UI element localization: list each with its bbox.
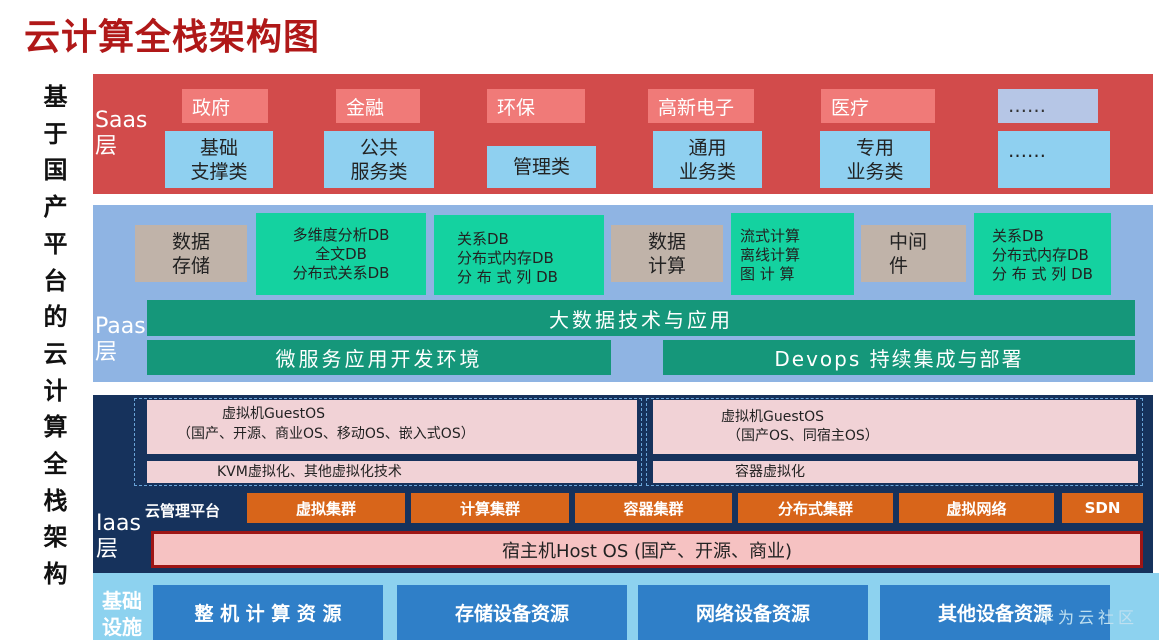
vm-left-frame bbox=[134, 398, 642, 486]
vm-guest-os-right: 虚拟机GuestOS （国产OS、同宿主OS） bbox=[653, 400, 1136, 454]
resource-network: 网络设备资源 bbox=[638, 585, 868, 640]
side-char: 全 bbox=[43, 450, 68, 479]
side-char: 云 bbox=[43, 339, 68, 368]
data-storage-box: 数据 存储 bbox=[135, 225, 247, 282]
side-char: 算 bbox=[43, 413, 68, 442]
category-special-business: 专用 业务类 bbox=[820, 131, 930, 188]
cluster-compute: 计算集群 bbox=[411, 493, 569, 523]
data-compute-box: 数据 计算 bbox=[611, 225, 723, 282]
category-public-service: 公共 服务类 bbox=[324, 131, 434, 188]
infra-layer-label: 基础 设施 bbox=[102, 589, 142, 639]
cluster-virtual: 虚拟集群 bbox=[247, 493, 405, 523]
db-group-relational-1: 关系DB 分布式内存DB 分 布 式 列 DB bbox=[434, 215, 604, 295]
db-group-analytics: 多维度分析DB 全文DB 分布式关系DB bbox=[256, 213, 426, 295]
side-char: 国 bbox=[43, 156, 68, 185]
resource-other: 其他设备资源 bbox=[880, 585, 1110, 640]
kvm-virtualization: KVM虚拟化、其他虚拟化技术 bbox=[147, 461, 637, 483]
side-char: 计 bbox=[43, 376, 68, 405]
resource-storage: 存储设备资源 bbox=[397, 585, 627, 640]
watermark: 华为云社区 bbox=[1038, 608, 1139, 627]
devops-bar: Devops 持续集成与部署 bbox=[663, 340, 1135, 375]
iaas-layer-label: Iaas 层 bbox=[96, 511, 141, 562]
category-more: …… bbox=[998, 131, 1110, 188]
resource-compute: 整 机 计 算 资 源 bbox=[153, 585, 383, 640]
vm-guest-os-left: 虚拟机GuestOS （国产、开源、商业OS、移动OS、嵌入式OS） bbox=[147, 400, 637, 454]
side-char: 平 bbox=[43, 229, 68, 258]
side-char: 基 bbox=[43, 83, 68, 111]
category-management: 管理类 bbox=[487, 146, 596, 188]
paas-layer-label: Paas 层 bbox=[95, 314, 146, 365]
compute-group: 流式计算 离线计算 图 计 算 bbox=[731, 213, 854, 295]
side-vertical-title: 基 于 国 产 平 台 的 云 计 算 全 栈 架 构 bbox=[24, 73, 87, 640]
category-general-business: 通用 业务类 bbox=[653, 131, 762, 188]
saas-layer-label: Saas 层 bbox=[95, 108, 148, 159]
side-char: 构 bbox=[43, 560, 68, 589]
side-char: 于 bbox=[43, 119, 68, 148]
cluster-distributed: 分布式集群 bbox=[738, 493, 893, 523]
industry-government: 政府 bbox=[182, 89, 268, 123]
host-os-bar: 宿主机Host OS (国产、开源、商业) bbox=[151, 531, 1143, 568]
industry-finance: 金融 bbox=[336, 89, 420, 123]
page-title: 云计算全栈架构图 bbox=[24, 17, 321, 58]
cloud-mgmt-platform-label: 云管理平台 bbox=[145, 502, 221, 520]
cluster-virtual-network: 虚拟网络 bbox=[899, 493, 1054, 523]
cluster-container: 容器集群 bbox=[575, 493, 732, 523]
side-char: 的 bbox=[43, 303, 68, 332]
db-group-relational-2: 关系DB 分布式内存DB 分 布 式 列 DB bbox=[974, 213, 1111, 295]
side-char: 台 bbox=[43, 266, 68, 295]
bigdata-bar: 大数据技术与应用 bbox=[147, 300, 1135, 336]
side-char: 产 bbox=[43, 193, 68, 222]
microservice-bar: 微服务应用开发环境 bbox=[147, 340, 611, 375]
cluster-sdn: SDN bbox=[1062, 493, 1143, 523]
side-char: 栈 bbox=[43, 486, 68, 515]
middleware-box: 中间 件 bbox=[861, 225, 966, 282]
category-basic-support: 基础 支撑类 bbox=[165, 131, 273, 188]
container-virtualization: 容器虚拟化 bbox=[653, 461, 1138, 483]
side-char: 架 bbox=[43, 523, 68, 552]
industry-medical: 医疗 bbox=[821, 89, 935, 123]
industry-more: …… bbox=[998, 89, 1098, 123]
industry-environment: 环保 bbox=[487, 89, 585, 123]
vm-right-frame bbox=[646, 398, 1143, 486]
industry-hitech: 高新电子 bbox=[648, 89, 754, 123]
